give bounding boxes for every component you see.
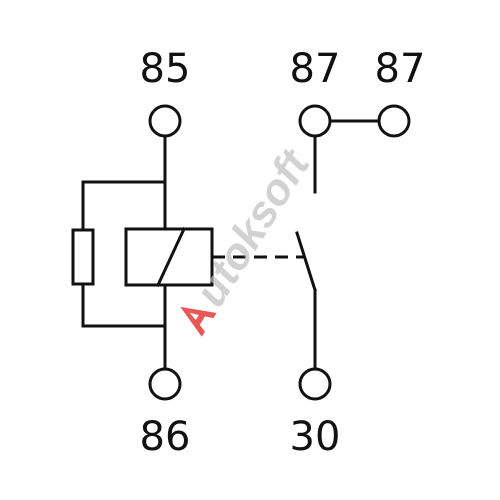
coil-box <box>124 227 214 287</box>
wire-resistor-top <box>81 180 167 232</box>
terminal-label-85: 85 <box>140 46 191 92</box>
terminal-86 <box>148 367 182 401</box>
switch-arm <box>295 231 317 292</box>
terminal-87-right <box>377 104 411 138</box>
watermark-logo-a <box>180 306 217 337</box>
terminal-label-86: 86 <box>140 414 191 460</box>
terminal-87-left <box>298 104 332 138</box>
watermark-text: utoksoft <box>186 140 321 315</box>
terminal-label-30: 30 <box>290 414 341 460</box>
terminal-label-87-right: 87 <box>375 46 426 92</box>
switch-wires <box>295 119 380 370</box>
resistor-symbol <box>71 228 95 286</box>
wire-resistor-bottom <box>81 282 167 328</box>
coil-wires <box>81 135 167 370</box>
terminal-85 <box>148 104 182 138</box>
coil-diagonal <box>156 227 186 287</box>
relay-coil <box>124 227 214 287</box>
terminal-30 <box>298 367 332 401</box>
terminal-label-87-left: 87 <box>290 46 341 92</box>
